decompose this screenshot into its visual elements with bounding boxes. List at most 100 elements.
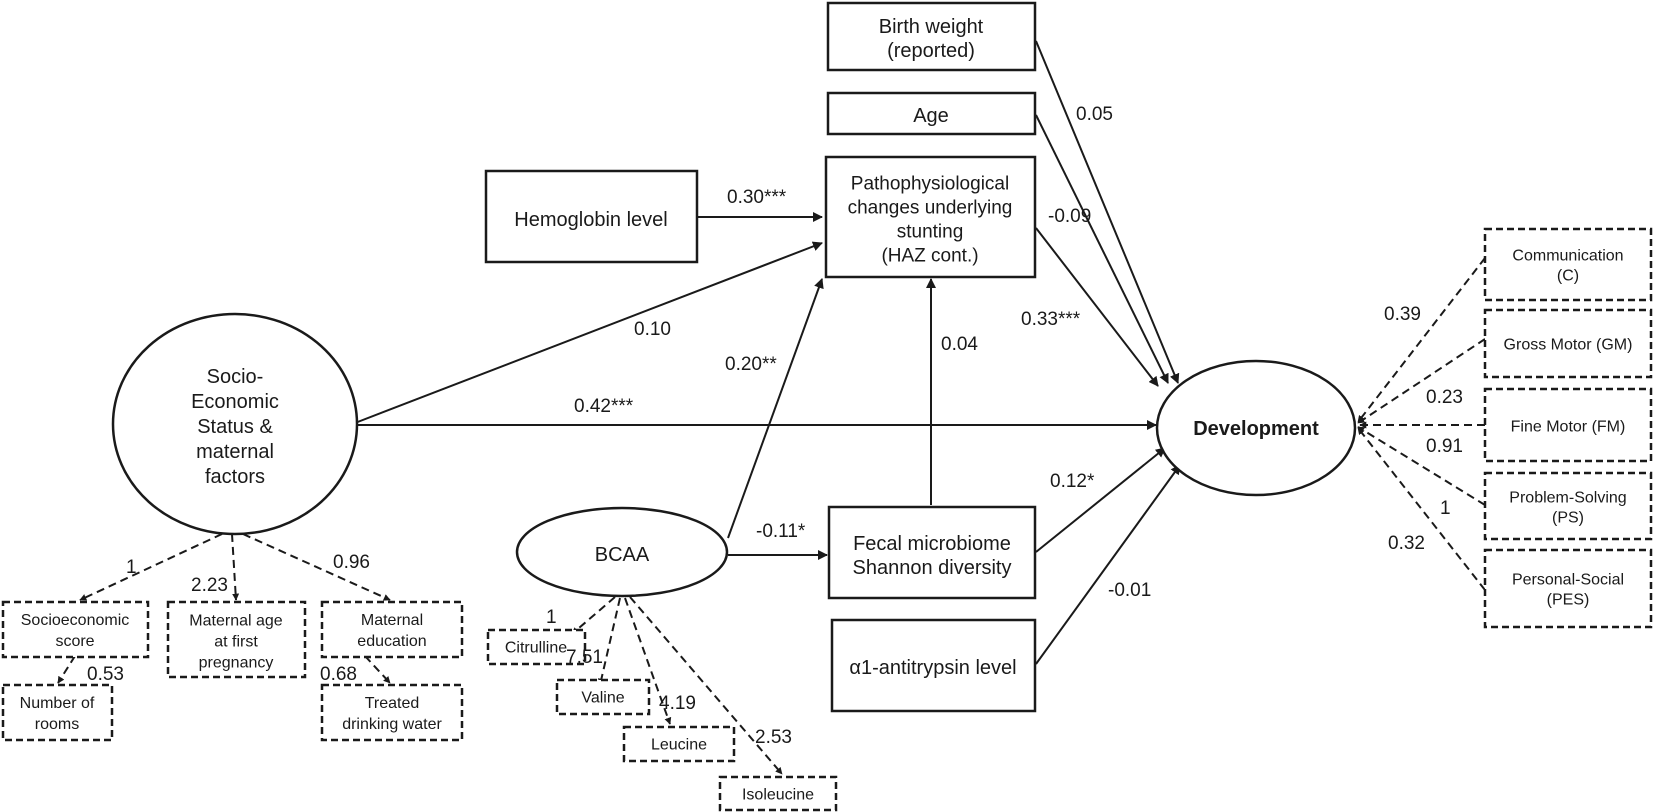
node-citrulline-box	[486, 628, 587, 666]
loading-label-development-fine-motor: 0.91	[1426, 436, 1463, 457]
coef-age-development: -0.09	[1048, 206, 1091, 227]
node-age-box	[826, 91, 1037, 136]
loading-development-communication	[1357, 257, 1486, 423]
loading-label-bcaa-isoleucine: 2.53	[755, 727, 792, 748]
coef-a1at-development: -0.01	[1108, 580, 1151, 601]
bcaa-label-line: BCAA	[595, 544, 650, 566]
loading-score-to-rooms	[57, 655, 76, 684]
node-valine-box	[555, 678, 651, 716]
loading-development-personal-social	[1357, 427, 1486, 591]
maternal-age-label-line: Maternal age	[189, 613, 282, 630]
hemoglobin-label-line: Hemoglobin level	[514, 209, 667, 231]
node-personal-social-box	[1483, 548, 1653, 629]
citrulline-label-line: Citrulline	[505, 640, 567, 657]
problem-solving-label-line: (PS)	[1552, 510, 1584, 527]
loading-label-ses-maternal-education: 0.96	[333, 552, 370, 573]
node-haz-box	[824, 155, 1037, 279]
coef-ses-haz: 0.10	[634, 319, 671, 340]
haz-label-line: stunting	[897, 222, 964, 243]
node-socioeconomic-score-box	[1, 600, 150, 659]
coef-bcaa-fecal: -0.11*	[756, 521, 806, 542]
number-of-rooms-label-line: rooms	[35, 716, 79, 733]
gross-motor-label-line: Gross Motor (GM)	[1504, 337, 1633, 354]
development-label-line: Development	[1193, 418, 1319, 440]
loading-ses-to-maternal-age	[231, 533, 240, 601]
maternal-education-label-line: Maternal	[361, 612, 423, 629]
treated-water-label-line: Treated	[365, 695, 420, 712]
communication-label-line: (C)	[1557, 268, 1579, 285]
path-a1at-to-development	[1035, 464, 1181, 665]
loading-bcaa-to-valine	[598, 597, 621, 686]
problem-solving-label: Problem-Solving (PS)	[1509, 490, 1626, 527]
problem-solving-label-line: Problem-Solving	[1509, 490, 1626, 507]
coef-fecal-development: 0.12*	[1050, 471, 1095, 492]
age-label: Age	[913, 105, 949, 127]
age-label-line: Age	[913, 105, 949, 127]
leucine-label-line: Leucine	[651, 737, 707, 754]
node-gross-motor-box	[1483, 308, 1653, 379]
node-maternal-age-box	[166, 600, 307, 679]
coef-hemoglobin-haz: 0.30***	[727, 187, 787, 208]
path-fecal-to-development	[1035, 447, 1166, 553]
ses-label-line: Socio-	[207, 366, 264, 388]
a1at-label-line: α1-antitrypsin level	[849, 657, 1016, 679]
loading-label-bcaa-citrulline: 1	[546, 607, 557, 628]
fecal-label-line: Fecal microbiome	[853, 533, 1011, 555]
loading-label-development-gross-motor: 0.23	[1426, 387, 1463, 408]
node-number-of-rooms-box	[1, 683, 114, 742]
citrulline-label: Citrulline	[505, 640, 567, 657]
ses-label-line: Economic	[191, 391, 279, 413]
loading-bcaa-to-leucine	[624, 597, 672, 725]
hemoglobin-label: Hemoglobin level	[514, 209, 667, 231]
treated-water-label: Treated drinking water	[342, 695, 442, 733]
coef-bcaa-haz: 0.20**	[725, 354, 777, 375]
loading-label-development-communication: 0.39	[1384, 304, 1421, 325]
coef-haz-development: 0.33***	[1021, 309, 1081, 330]
haz-label-line: (HAZ cont.)	[881, 246, 978, 267]
loading-label-development-problem-solving: 1	[1440, 498, 1451, 519]
node-fine-motor-box	[1483, 387, 1653, 463]
node-fecal-box	[827, 505, 1037, 600]
treated-water-label-line: drinking water	[342, 716, 442, 733]
node-communication-box	[1483, 227, 1653, 302]
isoleucine-label-line: Isoleucine	[742, 787, 814, 804]
node-treated-water-box	[320, 683, 464, 742]
haz-label-line: Pathophysiological	[851, 174, 1009, 195]
communication-label-line: Communication	[1512, 248, 1623, 265]
node-ses-ellipse	[111, 312, 359, 536]
a1at-label: α1-antitrypsin level	[849, 657, 1016, 679]
loading-development-problem-solving	[1357, 426, 1486, 506]
personal-social-label: Personal-Social(PES)	[1512, 572, 1624, 609]
ses-label-line: factors	[205, 466, 265, 488]
loading-label-ses-maternal-age: 2.23	[191, 575, 228, 596]
loading-label-bcaa-valine: 7.51	[566, 647, 603, 668]
node-birth-weight-box	[826, 1, 1037, 72]
communication-label: Communication (C)	[1512, 248, 1623, 285]
ses-label-line: maternal	[196, 441, 274, 463]
haz-label: Pathophysiological changes underlying stun…	[848, 174, 1013, 267]
maternal-age-label-line: pregnancy	[199, 655, 274, 672]
birth-weight-label-line: Birth weight	[879, 16, 984, 38]
loading-education-to-water	[364, 655, 391, 684]
coef-birthweight-development: 0.05	[1076, 104, 1113, 125]
haz-label-line: changes underlying	[848, 198, 1013, 219]
path-ses-to-haz	[354, 241, 823, 424]
node-leucine-box	[622, 725, 736, 763]
path-haz-to-development	[1035, 227, 1159, 387]
fecal-label-line: Shannon diversity	[853, 557, 1012, 579]
path-bcaa-to-haz	[727, 278, 824, 539]
coef-ses-development: 0.42***	[574, 396, 634, 417]
birth-weight-label-line: (reported)	[887, 40, 975, 62]
coef-fecal-haz: 0.04	[941, 334, 978, 355]
socioeconomic-score-label-line: score	[55, 633, 94, 650]
gross-motor-label: Gross Motor (GM)	[1504, 337, 1633, 354]
node-development-ellipse	[1155, 359, 1357, 497]
birth-weight-label: Birth weight(reported)	[879, 16, 984, 62]
valine-label-line: Valine	[581, 690, 624, 707]
